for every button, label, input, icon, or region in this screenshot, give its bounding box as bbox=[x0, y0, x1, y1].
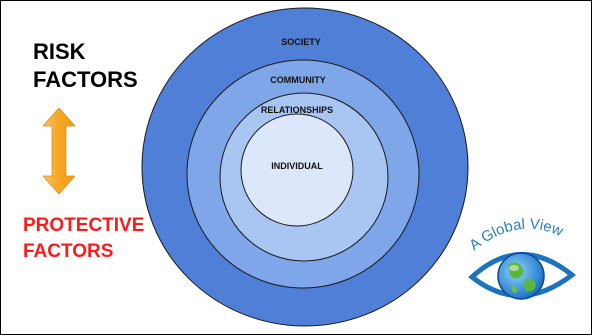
protective-factors-heading: PROTECTIVE FACTORS bbox=[23, 213, 144, 265]
label-relationships: RELATIONSHIPS bbox=[260, 105, 334, 115]
risk-line-1: RISK bbox=[33, 39, 86, 64]
label-individual: INDIVIDUAL bbox=[271, 161, 323, 171]
risk-line-2: FACTORS bbox=[33, 67, 138, 92]
label-society: SOCIETY bbox=[281, 37, 321, 47]
double-arrow-vertical-icon bbox=[43, 108, 75, 194]
eye-globe-icon bbox=[468, 252, 577, 300]
logo-text: A Global View bbox=[468, 216, 566, 254]
protective-line-1: PROTECTIVE bbox=[23, 215, 145, 236]
label-community: COMMUNITY bbox=[270, 75, 326, 85]
a-global-view-logo: A Global View bbox=[468, 216, 577, 300]
protective-line-2: FACTORS bbox=[23, 241, 114, 262]
ring-individual bbox=[240, 113, 354, 227]
risk-factors-heading: RISK FACTORS bbox=[33, 38, 138, 94]
svg-text:A Global View: A Global View bbox=[468, 216, 566, 254]
